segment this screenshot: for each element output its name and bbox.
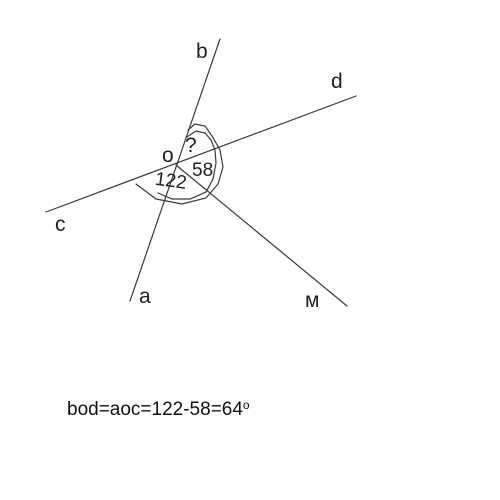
equation-text: bod=aoc=122-58=64o bbox=[67, 398, 250, 421]
equation-body: bod=aoc=122-58=64 bbox=[67, 399, 243, 420]
angle-arc-outer bbox=[135, 123, 224, 205]
label-a: a bbox=[139, 285, 151, 308]
label-b: b bbox=[196, 40, 208, 63]
angle-58-label: 58 bbox=[192, 160, 213, 181]
label-c: c bbox=[55, 213, 66, 236]
label-d: d bbox=[331, 70, 343, 93]
label-m: м bbox=[305, 289, 319, 312]
line-ab bbox=[129, 38, 221, 302]
angle-122-label: 122 bbox=[154, 169, 188, 194]
degree-symbol: o bbox=[242, 398, 250, 412]
angle-arc-inner bbox=[157, 130, 217, 200]
angle-unknown-label: ? bbox=[185, 134, 197, 157]
line-cd bbox=[45, 95, 357, 213]
ray-om bbox=[175, 164, 348, 307]
label-o: o bbox=[162, 144, 174, 167]
